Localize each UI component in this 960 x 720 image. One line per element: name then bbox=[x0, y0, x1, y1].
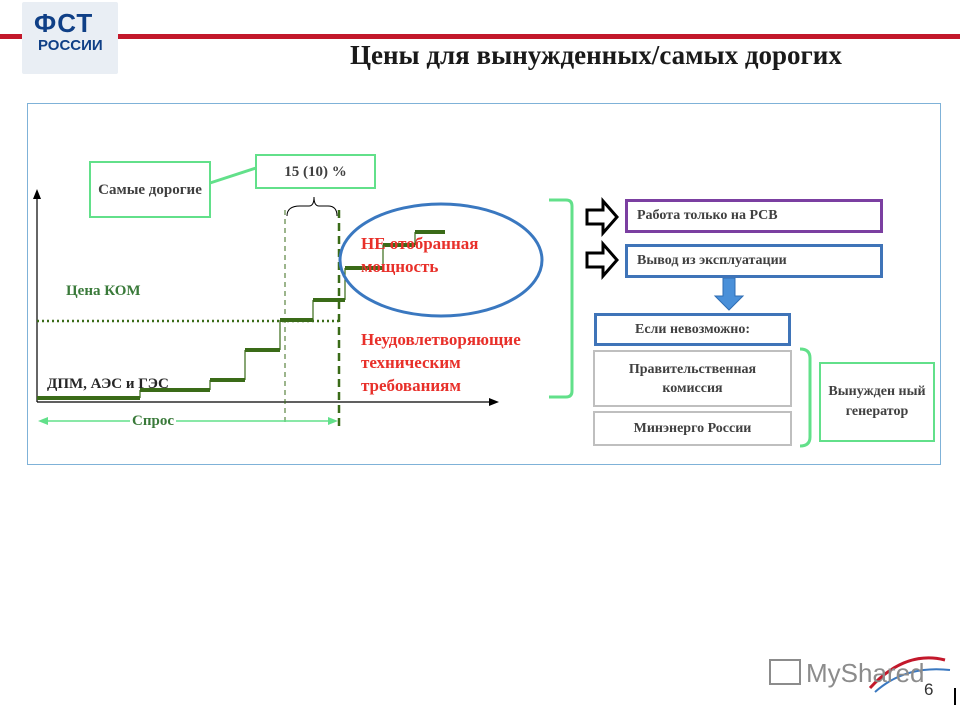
gov-commission-box: Правительственная комиссия bbox=[593, 350, 792, 407]
gov-bracket bbox=[799, 347, 812, 448]
not-meeting-text: Неудовлетворяющие техническим требования… bbox=[361, 330, 521, 395]
logo-line1: ФСТ bbox=[34, 8, 94, 38]
diagram-panel bbox=[27, 103, 941, 465]
header-stripe-right bbox=[118, 34, 960, 39]
percent-box: 15 (10) % bbox=[255, 154, 376, 189]
ellipse bbox=[338, 202, 544, 318]
logo bbox=[22, 2, 118, 74]
watermark-icon bbox=[769, 659, 801, 685]
demand-label: Спрос bbox=[130, 412, 176, 430]
page-title: Цены для вынужденных/самых дорогих bbox=[350, 40, 842, 70]
forced-generator-box: Вынужден ный генератор bbox=[819, 362, 935, 442]
minenergo-box: Минэнерго России bbox=[593, 411, 792, 446]
top-brace bbox=[286, 196, 338, 217]
arrow-icon-2 bbox=[585, 240, 619, 280]
price-kom-label: Цена КОМ bbox=[66, 283, 141, 299]
connector-line bbox=[209, 166, 257, 185]
x-axis-arrow bbox=[489, 398, 499, 406]
if-impossible-box: Если невозможно: bbox=[594, 313, 791, 346]
logo-line2: РОССИИ bbox=[38, 37, 103, 54]
dpm-label: ДПМ, АЭС и ГЭС bbox=[47, 376, 169, 392]
page-number: 6 bbox=[924, 680, 934, 699]
not-selected-text: НЕ отобранная мощность bbox=[361, 234, 479, 276]
right-bracket bbox=[549, 198, 574, 399]
watermark-text: MyShared bbox=[806, 658, 925, 688]
header-stripe-left bbox=[0, 34, 22, 39]
arrow-icon-1 bbox=[585, 197, 619, 237]
work-rsv-box: Работа только на РСВ bbox=[625, 199, 883, 233]
down-arrow bbox=[713, 277, 745, 311]
most-expensive-box: Самые дорогие bbox=[89, 161, 211, 218]
y-axis-arrow bbox=[33, 189, 41, 199]
decommission-box: Вывод из эксплуатации bbox=[625, 244, 883, 278]
